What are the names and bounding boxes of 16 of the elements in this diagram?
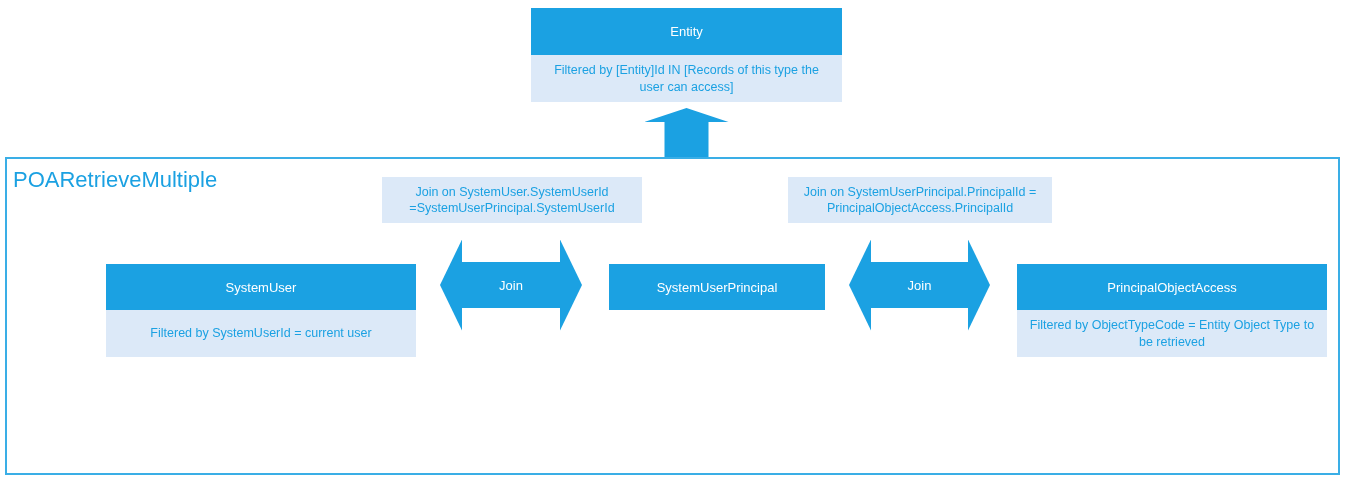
- table-header: SystemUserPrincipal: [609, 264, 825, 310]
- table-header: SystemUser: [106, 264, 416, 310]
- edge-label: Join: [907, 277, 932, 293]
- filter-note: Filtered by ObjectTypeCode = Entity Object Type to be retrieved: [1017, 310, 1327, 357]
- table-header: Entity: [531, 8, 842, 55]
- edge-label: Join: [499, 277, 523, 293]
- block-arrow: [440, 239, 582, 331]
- filter-note: Filtered by SystemUserId = current user: [106, 310, 416, 357]
- block-arrow: [644, 108, 729, 157]
- join-note: Join on SystemUser.SystemUserId =SystemUserPrincipal.SystemUserId: [382, 177, 642, 223]
- group-title: POARetrieveMultiple: [13, 167, 218, 193]
- filter-note: Filtered by [Entity]Id IN [Records of this type the user can access]: [531, 55, 842, 102]
- join-note: Join on SystemUserPrincipal.PrincipalId = PrincipalObjectAccess.PrincipalId: [788, 177, 1052, 223]
- block-arrow: [849, 239, 990, 331]
- group-frame: [5, 157, 1340, 475]
- table-header: PrincipalObjectAccess: [1017, 264, 1327, 310]
